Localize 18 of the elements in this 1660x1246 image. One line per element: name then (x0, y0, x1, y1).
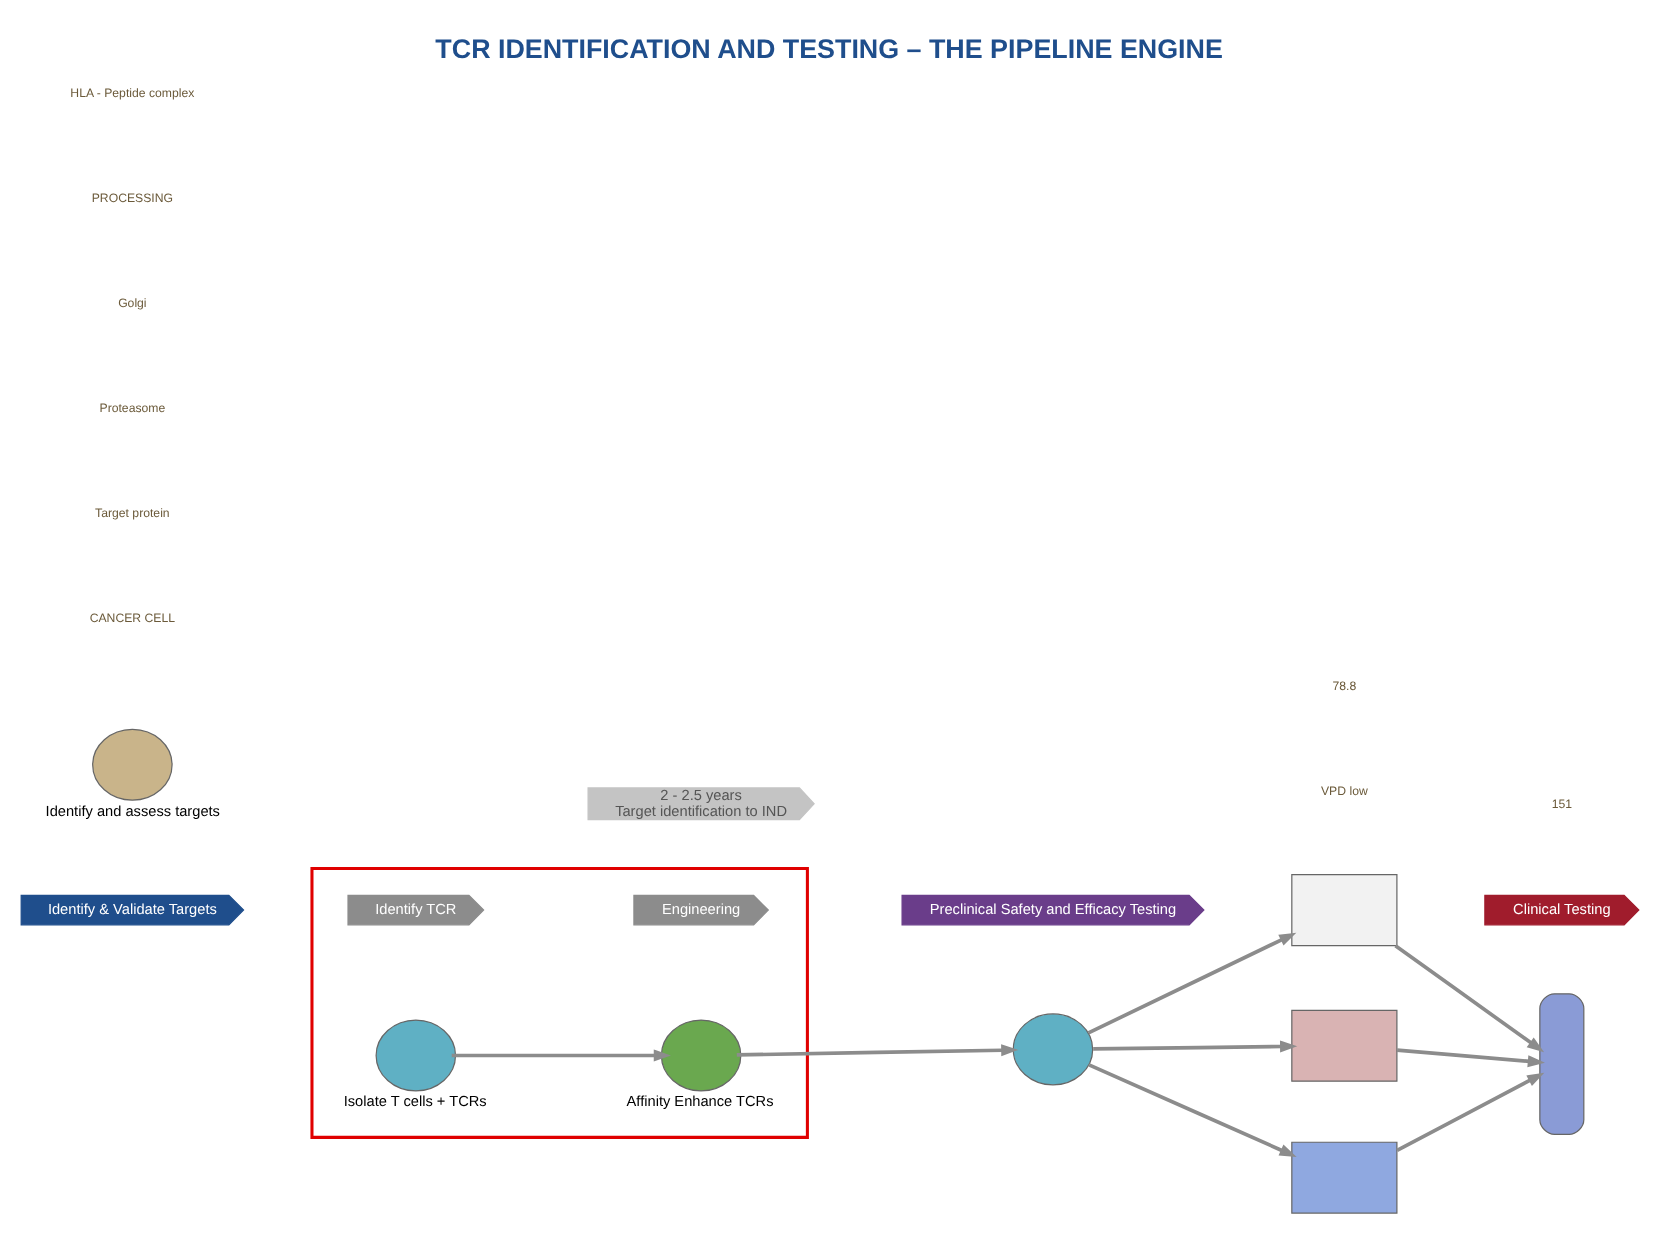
node-circle (660, 1019, 742, 1092)
arrow (1396, 1048, 1545, 1068)
arrow (451, 1049, 671, 1062)
node-person (1539, 993, 1585, 1135)
node-box (1291, 1009, 1398, 1082)
node-circle (92, 728, 173, 801)
cluster (310, 867, 809, 1139)
arrow (1087, 932, 1297, 1035)
arrow (1093, 1040, 1298, 1053)
node-box (1291, 874, 1398, 947)
arrow (1394, 944, 1545, 1053)
node-box (1291, 1141, 1398, 1214)
arrow (1396, 1072, 1545, 1153)
diagram-title: TCR IDENTIFICATION AND TESTING – THE PIPELINE ENGINE (435, 34, 1223, 65)
arrow (736, 1044, 1019, 1057)
node-circle (375, 1019, 457, 1092)
node-circle (1012, 1013, 1094, 1086)
arrow (1088, 1063, 1297, 1158)
